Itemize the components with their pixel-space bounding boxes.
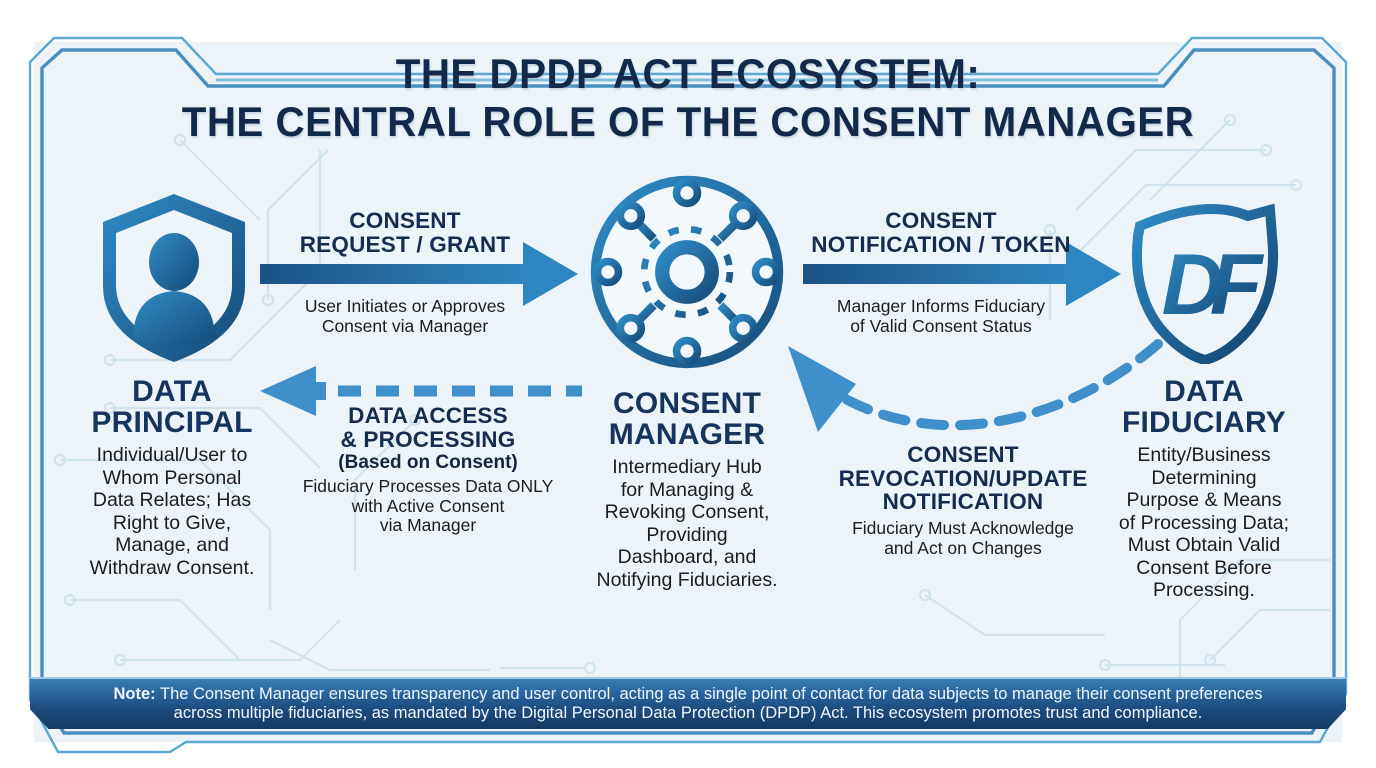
flow-access-sub-line3: via Manager — [379, 515, 477, 535]
flow-request-title-line2: REQUEST / GRANT — [299, 231, 511, 257]
flow-access-sub-line2: with Active Consent — [351, 495, 505, 516]
desc-line: Entity/Business — [1137, 444, 1271, 466]
flow-access-sub: Fiduciary Processes Data ONLY with Activ… — [288, 476, 568, 536]
flow-revocation-sub-line1: Fiduciary Must Acknowledge — [852, 518, 1074, 538]
flow-access-title: DATA ACCESS & PROCESSING — [303, 404, 553, 451]
desc-line: Withdraw Consent. — [89, 556, 255, 579]
note-text: Note: The Consent Manager ensures transp… — [30, 679, 1346, 722]
shield-user-icon — [103, 194, 245, 362]
data-principal-desc: Individual/User to Whom Personal Data Re… — [47, 444, 297, 579]
flow-revocation-title: CONSENT REVOCATION/UPDATE NOTIFICATION — [823, 443, 1103, 514]
flow-revocation-title-line3: NOTIFICATION — [882, 489, 1044, 514]
flow-revocation-title-line1: CONSENT — [907, 442, 1019, 467]
data-principal-name: DATA PRINCIPAL — [57, 376, 287, 438]
desc-line: Manage, and — [115, 534, 229, 556]
note-bar: Note: The Consent Manager ensures transp… — [30, 677, 1346, 729]
flow-request-sub-line1: User Initiates or Approves — [304, 296, 506, 316]
desc-line: Dashboard, and — [617, 546, 757, 568]
desc-line: Revoking Consent, — [604, 501, 770, 523]
flow-access-title-line2: & PROCESSING — [340, 426, 516, 452]
desc-line: for Managing & — [620, 478, 754, 501]
svg-text:DF: DF — [1162, 237, 1265, 333]
flow-notification-title-line2: NOTIFICATION / TOKEN — [811, 231, 1071, 257]
flow-access-basis: (Based on Consent) — [303, 452, 553, 474]
page-title-line1: THE DPDP ACT ECOSYSTEM: — [395, 50, 981, 97]
data-principal-name-line2: PRINCIPAL — [91, 406, 253, 439]
data-fiduciary-name-line2: FIDUCIARY — [1121, 406, 1287, 439]
note-line1: Note: The Consent Manager ensures transp… — [30, 685, 1346, 704]
flow-request-sub-line2: Consent via Manager — [321, 315, 489, 336]
consent-manager-name-line1: CONSENT — [612, 387, 762, 420]
desc-line: Data Relates; Has — [92, 489, 252, 511]
flow-notification-sub: Manager Informs Fiduciary of Valid Conse… — [806, 296, 1076, 336]
desc-line: of Processing Data; — [1118, 511, 1290, 534]
consent-manager-name: CONSENT MANAGER — [572, 388, 802, 450]
page-title: THE DPDP ACT ECOSYSTEM: THE CENTRAL ROLE… — [28, 50, 1349, 146]
note-label: Note: — [113, 685, 156, 703]
consent-request-arrow — [260, 242, 578, 306]
flow-notification-title: CONSENT NOTIFICATION / TOKEN — [806, 209, 1076, 256]
flow-notification-sub-line1: Manager Informs Fiduciary — [836, 296, 1046, 316]
desc-line: Right to Give, — [112, 511, 232, 534]
note-line1-text: The Consent Manager ensures transparency… — [159, 685, 1263, 703]
consent-notification-arrow — [803, 242, 1121, 306]
flow-revocation-sub: Fiduciary Must Acknowledge and Act on Ch… — [823, 518, 1103, 558]
flow-access-title-line3: (Based on Consent) — [338, 452, 518, 473]
desc-line: Consent Before — [1136, 556, 1272, 579]
page-title-line2: THE CENTRAL ROLE OF THE CONSENT MANAGER — [181, 98, 1195, 145]
flow-request-title: CONSENT REQUEST / GRANT — [280, 209, 530, 256]
desc-line: Intermediary Hub — [612, 456, 762, 478]
flow-access-title-line1: DATA ACCESS — [348, 403, 508, 428]
consent-manager-name-line2: MANAGER — [608, 418, 766, 451]
flow-revocation-sub-line2: and Act on Changes — [884, 537, 1042, 558]
flow-request-title-line1: CONSENT — [349, 208, 461, 233]
desc-line: Individual/User to — [96, 444, 248, 466]
data-principal-name-line1: DATA — [132, 375, 212, 408]
flow-revocation-title-line2: REVOCATION/UPDATE — [838, 465, 1088, 491]
flow-request-sub: User Initiates or Approves Consent via M… — [280, 296, 530, 336]
desc-line: Whom Personal — [102, 466, 242, 489]
desc-line: Purpose & Means — [1126, 489, 1282, 511]
hub-network-icon — [590, 175, 784, 369]
desc-line: Providing — [646, 523, 728, 546]
data-fiduciary-desc: Entity/Business Determining Purpose & Me… — [1079, 444, 1329, 602]
data-fiduciary-name: DATA FIDUCIARY — [1089, 376, 1319, 438]
data-access-arrow — [260, 366, 582, 416]
desc-line: Must Obtain Valid — [1127, 534, 1281, 556]
desc-line: Determining — [1151, 466, 1257, 489]
desc-line: Processing. — [1153, 579, 1255, 601]
flow-notification-sub-line2: of Valid Consent Status — [850, 315, 1032, 336]
consent-manager-desc: Intermediary Hub for Managing & Revoking… — [562, 456, 812, 591]
flow-notification-title-line1: CONSENT — [885, 208, 997, 233]
note-line2: across multiple fiduciaries, as mandated… — [173, 703, 1203, 722]
desc-line: Notifying Fiduciaries. — [596, 568, 778, 591]
df-shield-monogram-icon: DF — [1131, 203, 1279, 364]
flow-access-sub-line1: Fiduciary Processes Data ONLY — [302, 476, 554, 496]
data-fiduciary-name-line1: DATA — [1164, 375, 1244, 408]
